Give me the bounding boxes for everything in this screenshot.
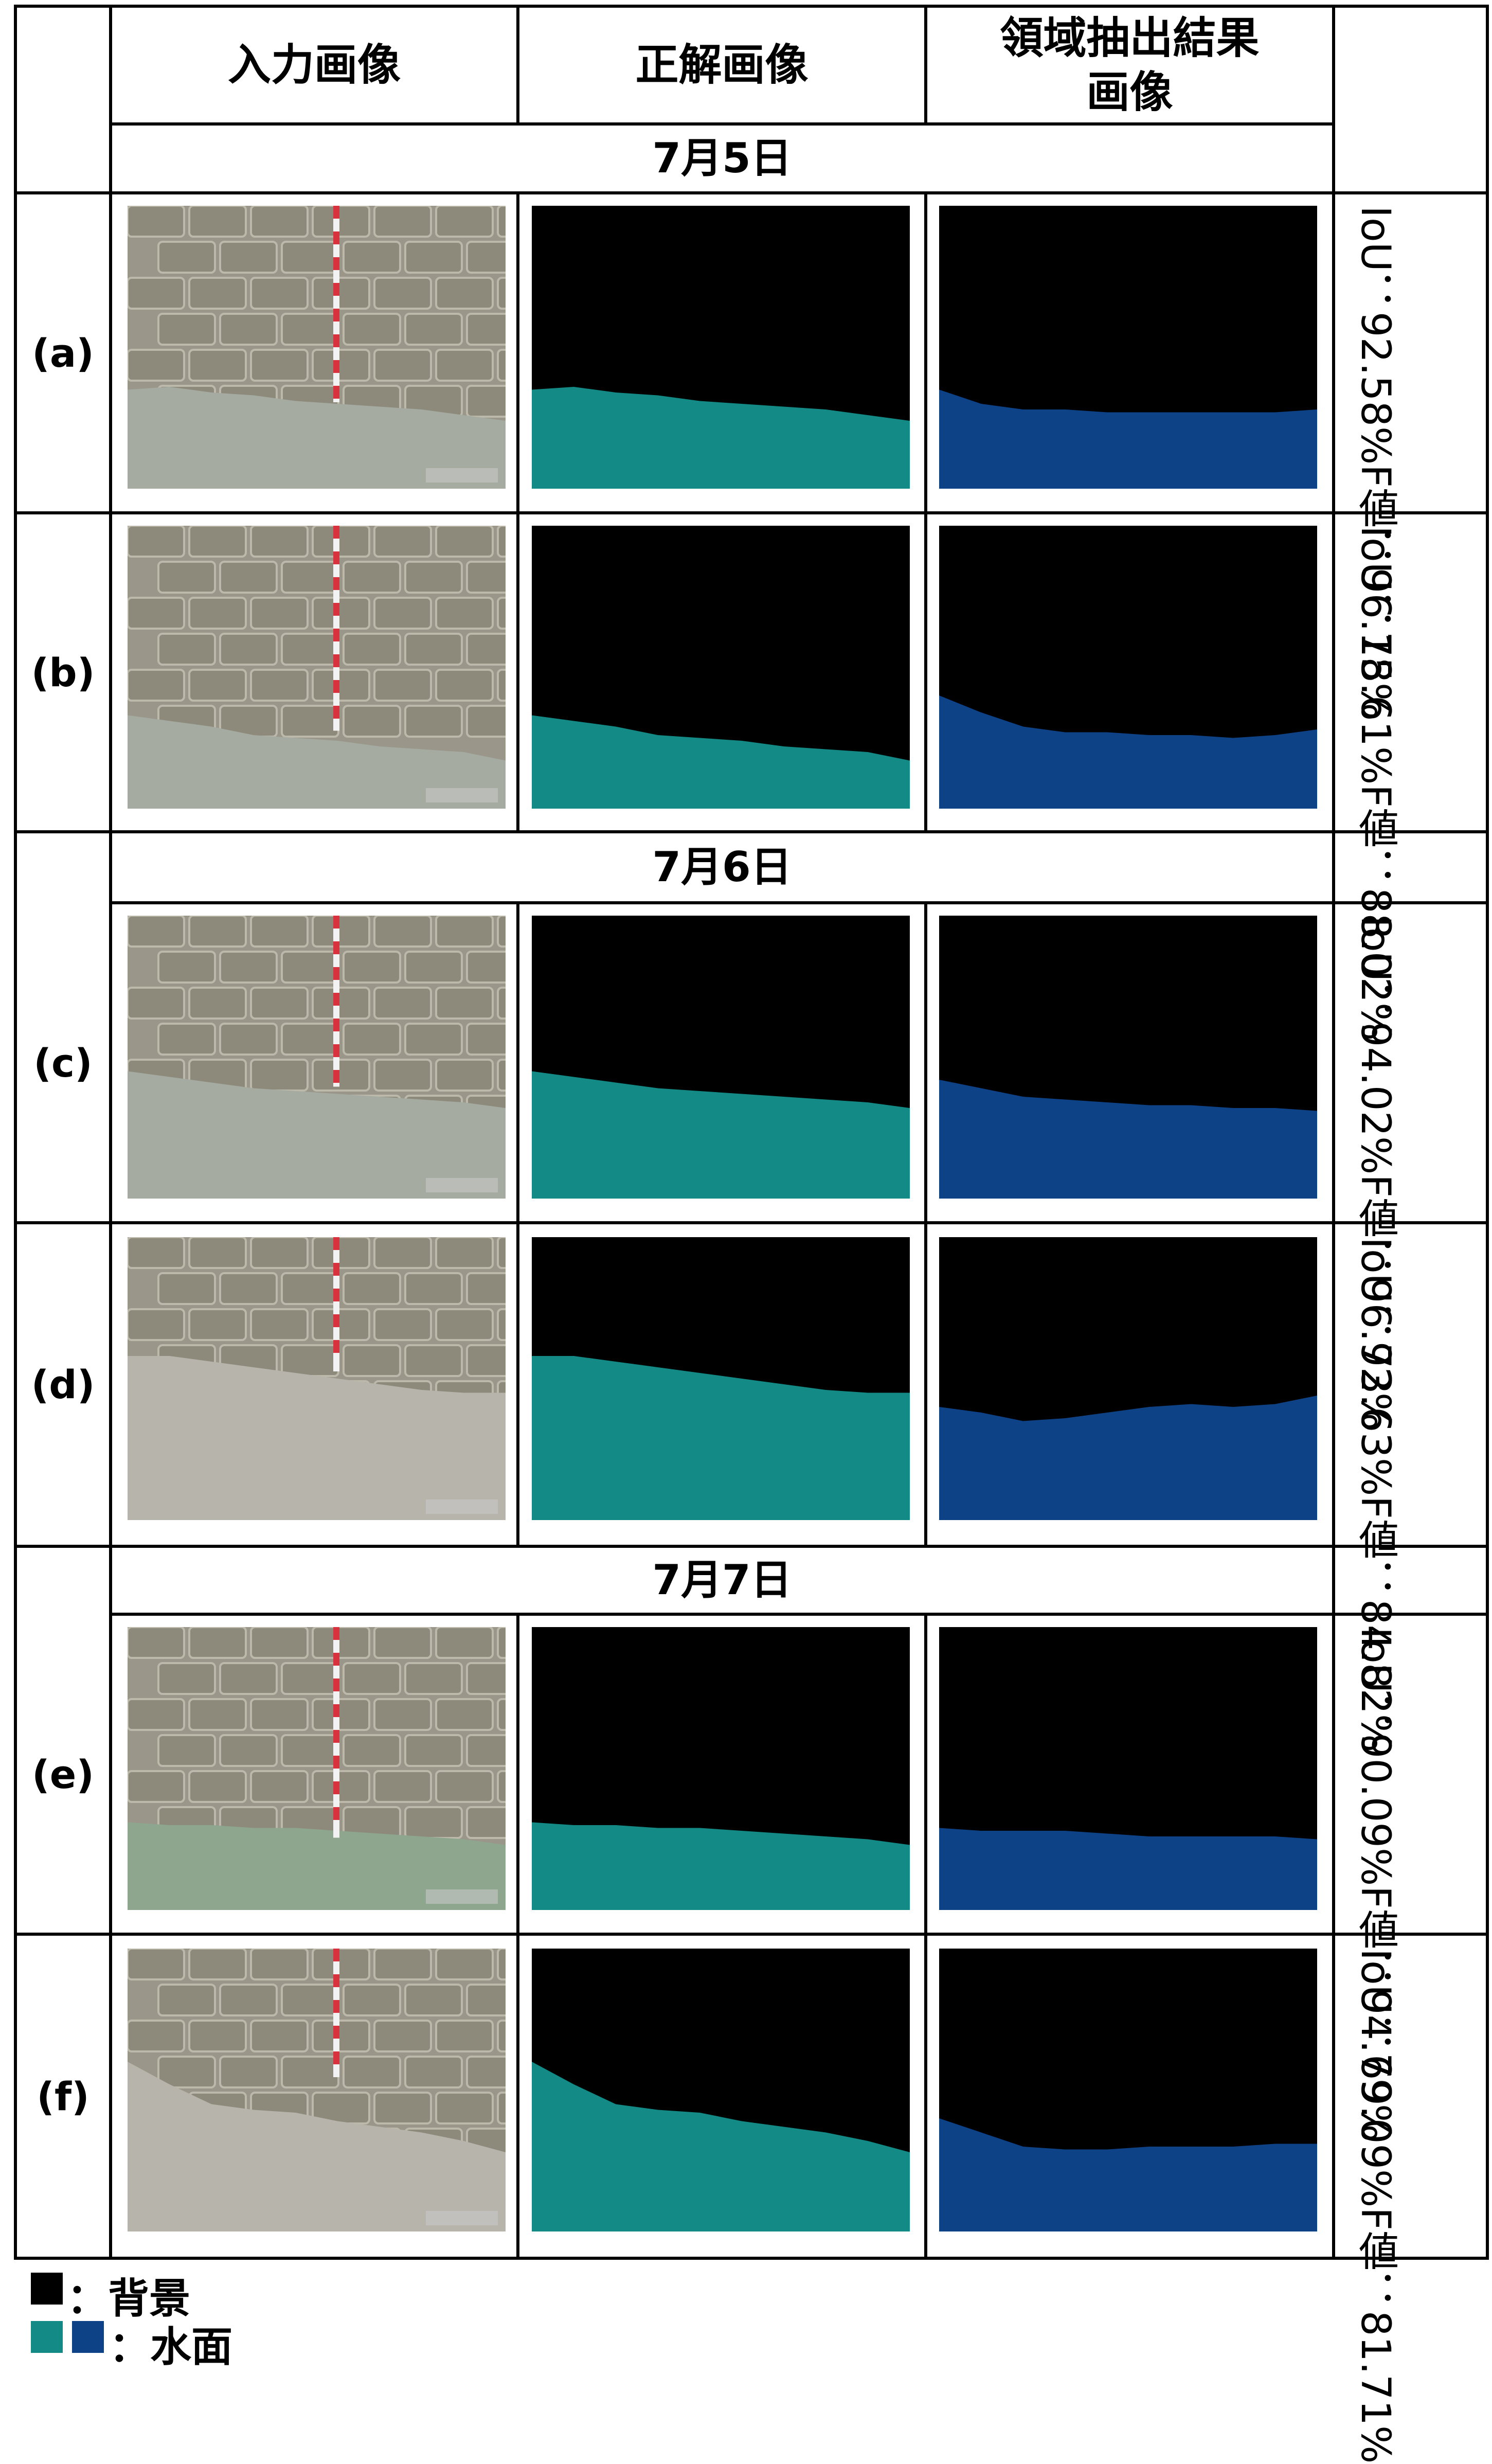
iou-value-d: IoU：73.63%	[1352, 1237, 1398, 1496]
row-label-d: (d)	[31, 1362, 95, 1407]
header-extraction-result-line1: 領域抽出結果	[1000, 12, 1260, 63]
legend-label-water: ：水面	[109, 2323, 232, 2371]
ground-truth-mask-f	[532, 1949, 910, 2231]
result-mask-d	[939, 1237, 1317, 1520]
f-value-f: F値：81.71%	[1352, 2207, 1398, 2464]
row-label-c: (c)	[33, 1040, 93, 1086]
date-label-1: 7月5日	[652, 134, 792, 182]
legend-label-background: ：背景	[67, 2275, 190, 2323]
result-mask-a	[939, 206, 1317, 489]
f-value-b: F値：88.02%	[1352, 784, 1398, 1041]
input-image-f	[128, 1949, 506, 2231]
ground-truth-mask-d	[532, 1237, 910, 1520]
header-extraction-result-line2: 画像	[1086, 66, 1173, 117]
input-image-c	[128, 916, 506, 1199]
result-mask-f	[939, 1949, 1317, 2231]
iou-value-a: IoU：92.58%	[1352, 206, 1398, 465]
result-mask-c	[939, 916, 1317, 1199]
input-image-a	[128, 206, 506, 489]
ground-truth-mask-c	[532, 916, 910, 1199]
iou-value-e: IoU：90.09%	[1352, 1627, 1398, 1886]
metrics-d: IoU：73.63% F値：84.82%	[1346, 1237, 1404, 1753]
header-input-image: 入力画像	[227, 40, 401, 90]
metrics-e: IoU：90.09% F値：94.79%	[1346, 1627, 1404, 2142]
metrics-a: IoU：92.58% F値：96.15%	[1346, 206, 1404, 721]
metrics-b: IoU：78.61% F値：88.02%	[1346, 526, 1404, 1041]
f-value-d: F値：84.82%	[1352, 1496, 1398, 1753]
input-image-b	[128, 526, 506, 809]
legend-swatch-result-water	[72, 2321, 104, 2353]
header-ground-truth: 正解画像	[635, 40, 808, 90]
legend-swatch-background	[31, 2273, 63, 2305]
row-label-e: (e)	[31, 1751, 94, 1797]
result-mask-e	[939, 1627, 1317, 1910]
ground-truth-mask-e	[532, 1627, 910, 1910]
row-label-a: (a)	[32, 330, 94, 376]
input-image-d	[128, 1237, 506, 1520]
date-label-3: 7月7日	[652, 1556, 792, 1604]
row-label-b: (b)	[31, 649, 95, 695]
iou-value-c: IoU：94.02%	[1352, 916, 1398, 1175]
header-extraction-result: 領域抽出結果 画像	[926, 6, 1334, 124]
f-value-e: F値：94.79%	[1352, 1886, 1398, 2142]
result-mask-b	[939, 526, 1317, 809]
f-value-c: F値：96.92%	[1352, 1174, 1398, 1431]
legend-swatch-gt-water	[31, 2321, 63, 2353]
f-value-a: F値：96.15%	[1352, 465, 1398, 721]
metrics-f: IoU：69.09% F値：81.71%	[1346, 1949, 1404, 2464]
row-label-f: (f)	[37, 2073, 89, 2119]
ground-truth-mask-b	[532, 526, 910, 809]
date-label-2: 7月6日	[652, 843, 792, 891]
ground-truth-mask-a	[532, 206, 910, 489]
input-image-e	[128, 1627, 506, 1910]
table-grid	[14, 5, 1489, 2260]
metrics-c: IoU：94.02% F値：96.92%	[1346, 916, 1404, 1431]
iou-value-b: IoU：78.61%	[1352, 526, 1398, 785]
iou-value-f: IoU：69.09%	[1352, 1949, 1398, 2208]
